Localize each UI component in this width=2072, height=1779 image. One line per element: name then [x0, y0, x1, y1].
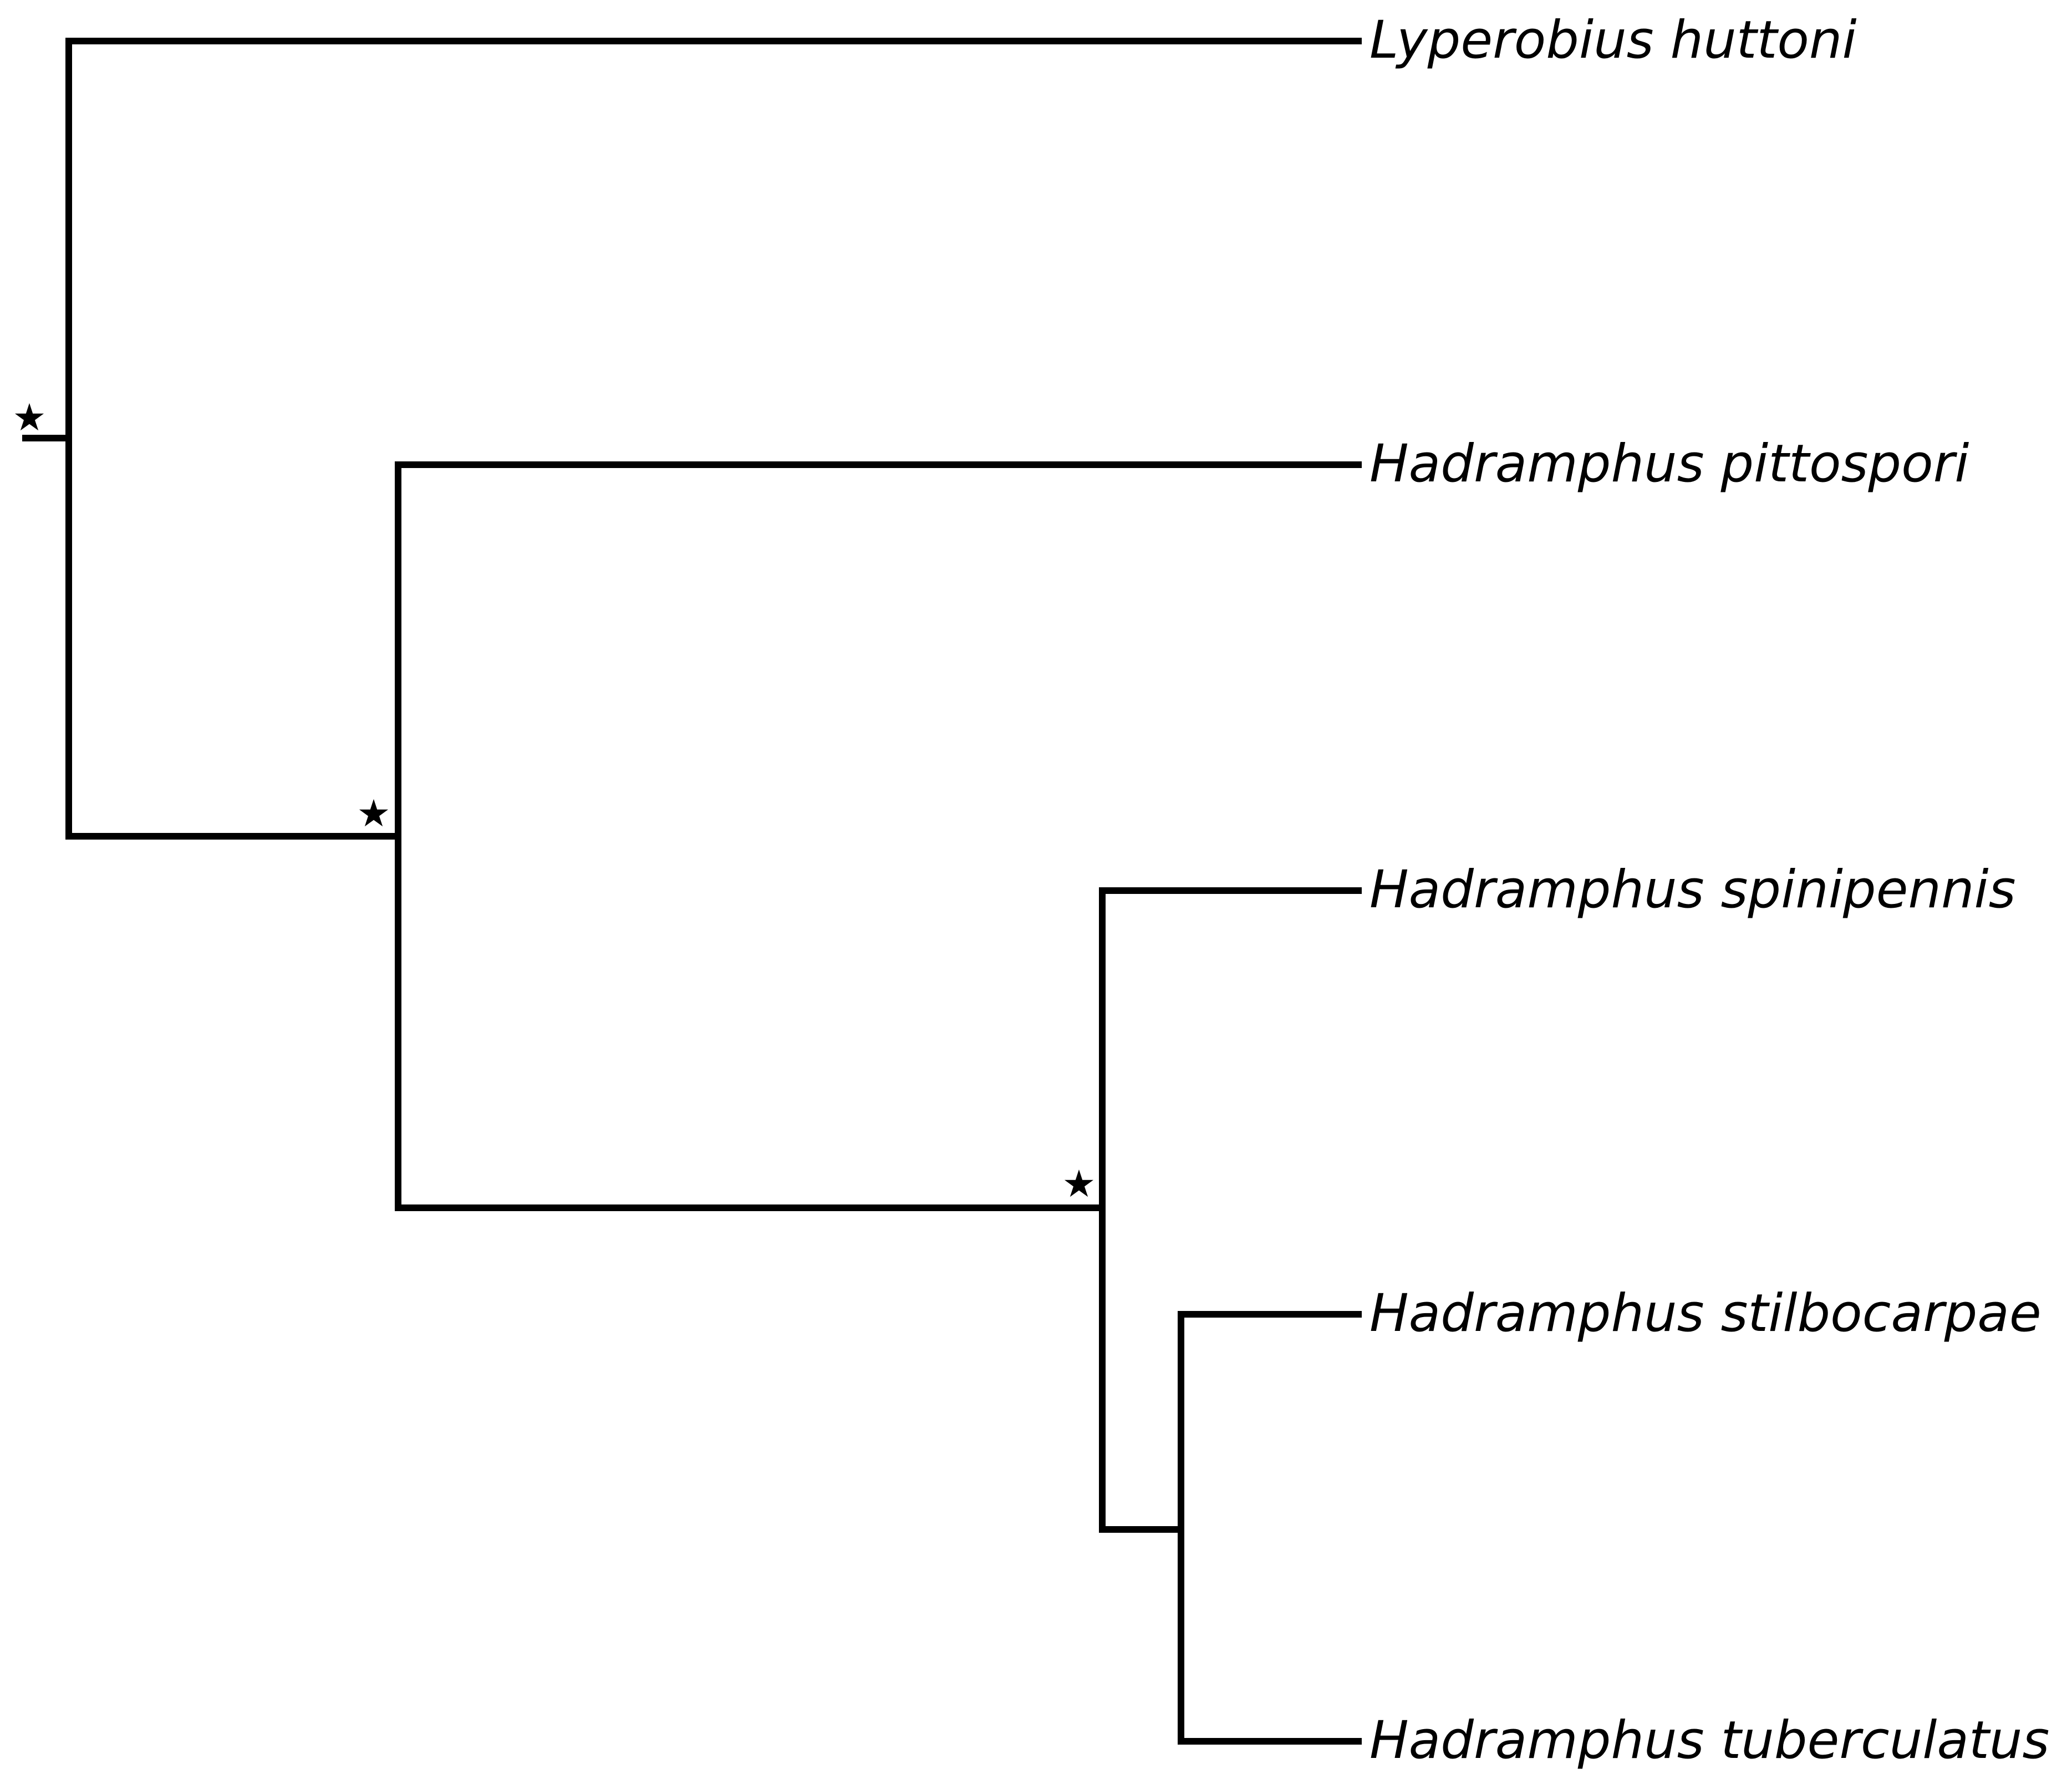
taxon-label: Hadramphus tuberculatus [1370, 1710, 2049, 1771]
root-node-branch [65, 38, 1362, 840]
node-support-star: ★ [357, 792, 391, 836]
taxon-label: Hadramphus spinipennis [1370, 860, 2016, 920]
node-support-star: ★ [1062, 1162, 1096, 1206]
node-pittospori-clade-branch [395, 461, 1362, 1211]
node-support-star: ★ [13, 396, 47, 440]
taxon-label: Hadramphus stilbocarpae [1370, 1283, 2042, 1344]
node-stilbocarpae-tuberculatus-branch [1178, 1311, 1362, 1745]
taxon-label: Hadramphus pittospori [1370, 434, 1969, 494]
node-spinipennis-clade-branch [1099, 887, 1362, 1533]
taxon-label: Lyperobius huttoni [1370, 10, 1857, 70]
